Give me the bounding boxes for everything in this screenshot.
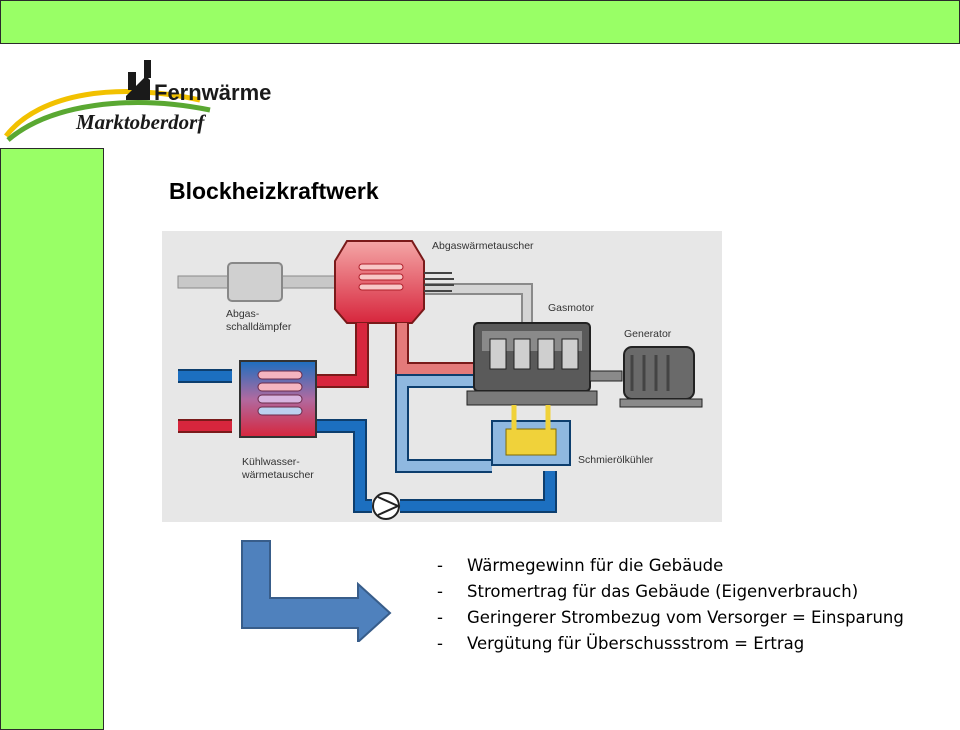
benefits-list: Wärmegewinn für die Gebäude Stromertrag … xyxy=(437,553,904,657)
label-abgaswaermetauscher: Abgaswärmetauscher xyxy=(432,240,534,252)
hot-water-pipes xyxy=(178,323,474,433)
label-schmieroelkuehler: Schmierölkühler xyxy=(578,454,654,466)
bhkw-diagram: Abgaswärmetauscher Abgas- schalldämpfer … xyxy=(162,231,722,522)
logo-line2: Marktoberdorf xyxy=(75,110,206,134)
kuehlwasser-waermetauscher xyxy=(239,360,317,438)
side-green-bar xyxy=(0,148,104,730)
label-kuehlwasser-2: wärmetauscher xyxy=(241,469,314,481)
cold-water-pipes xyxy=(178,369,557,513)
label-abgas-2: schalldämpfer xyxy=(226,321,292,333)
logo-line1: Fernwärme xyxy=(154,80,271,105)
label-kuehlwasser-1: Kühlwasser- xyxy=(242,456,300,468)
label-generator: Generator xyxy=(624,328,672,340)
page-title: Blockheizkraftwerk xyxy=(169,178,379,204)
generator xyxy=(619,346,703,408)
list-item: Geringerer Strombezug vom Versorger = Ei… xyxy=(437,605,904,631)
fernwaerme-logo: Fernwärme Marktoberdorf xyxy=(0,52,300,144)
label-gasmotor: Gasmotor xyxy=(548,302,595,314)
gasmotor xyxy=(466,322,623,406)
pump-icon xyxy=(372,492,401,520)
bent-arrow-icon xyxy=(240,540,400,645)
abgas-schalldaempfer xyxy=(227,262,283,302)
label-abgas-1: Abgas- xyxy=(226,308,260,320)
schmieroelkuehler xyxy=(491,405,571,466)
abgas-waermetauscher xyxy=(334,240,454,324)
list-item: Wärmegewinn für die Gebäude xyxy=(437,553,904,579)
list-item: Vergütung für Überschussstrom = Ertrag xyxy=(437,631,904,657)
exhaust-pipe xyxy=(177,275,533,323)
top-green-bar xyxy=(0,0,960,44)
house-chimney-icon xyxy=(126,60,151,100)
list-item: Stromertrag für das Gebäude (Eigenverbra… xyxy=(437,579,904,605)
